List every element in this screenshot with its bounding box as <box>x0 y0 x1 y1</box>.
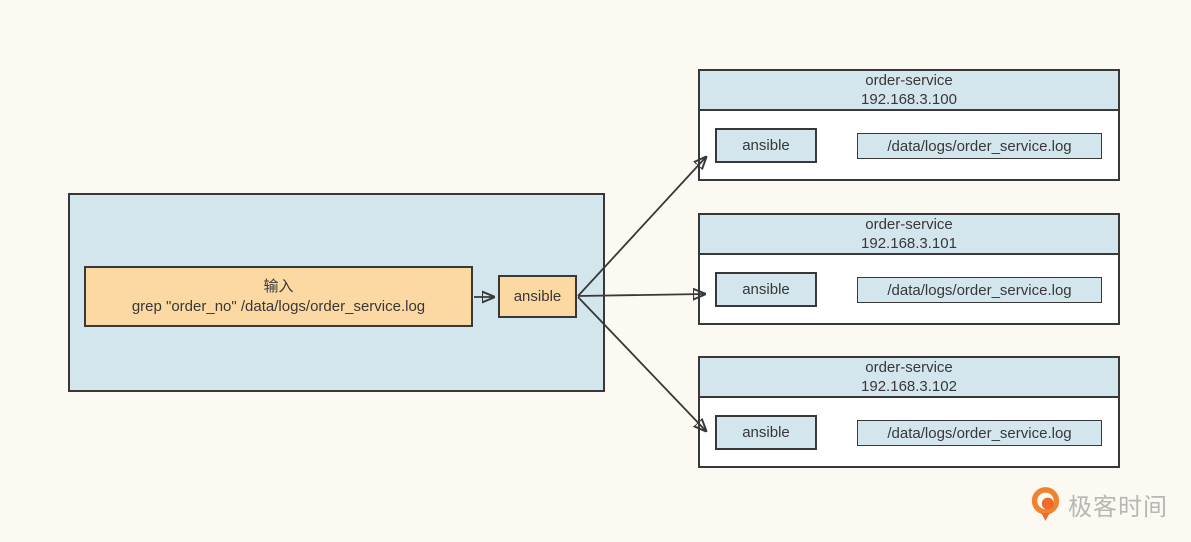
server-header: order-service 192.168.3.101 <box>700 215 1118 255</box>
server-ip: 192.168.3.100 <box>861 91 957 108</box>
brand-footer: 极客时间 <box>1030 486 1168 523</box>
server-log-box: /data/logs/order_service.log <box>857 277 1102 303</box>
server-name: order-service <box>865 216 953 233</box>
brand-logo-text: 极客时间 <box>1068 494 1168 521</box>
server-box-2: order-service 192.168.3.101 ansible /dat… <box>698 213 1120 325</box>
server-ansible-box: ansible <box>715 128 817 163</box>
server-log-box: /data/logs/order_service.log <box>857 133 1102 159</box>
server-box-3: order-service 192.168.3.102 ansible /dat… <box>698 356 1120 468</box>
server-body: ansible /data/logs/order_service.log <box>700 255 1118 323</box>
server-box-1: order-service 192.168.3.100 ansible /dat… <box>698 69 1120 181</box>
input-title: 输入 <box>263 277 294 295</box>
geektime-logo-icon <box>1031 487 1060 521</box>
server-ip: 192.168.3.101 <box>861 235 957 252</box>
server-header: order-service 192.168.3.102 <box>700 358 1118 398</box>
server-body: ansible /data/logs/order_service.log <box>700 111 1118 179</box>
server-ansible-box: ansible <box>715 415 817 450</box>
server-log-box: /data/logs/order_service.log <box>857 420 1102 446</box>
server-ansible-box: ansible <box>715 272 817 307</box>
server-name: order-service <box>865 359 953 376</box>
server-header: order-service 192.168.3.100 <box>700 71 1118 111</box>
server-body: ansible /data/logs/order_service.log <box>700 398 1118 466</box>
input-command: grep "order_no" /data/logs/order_service… <box>131 297 426 315</box>
server-name: order-service <box>865 72 953 89</box>
input-command-box: 输入 grep "order_no" /data/logs/order_serv… <box>84 266 473 327</box>
ansible-controller-box: ansible <box>498 275 577 318</box>
server-ip: 192.168.3.102 <box>861 378 957 395</box>
